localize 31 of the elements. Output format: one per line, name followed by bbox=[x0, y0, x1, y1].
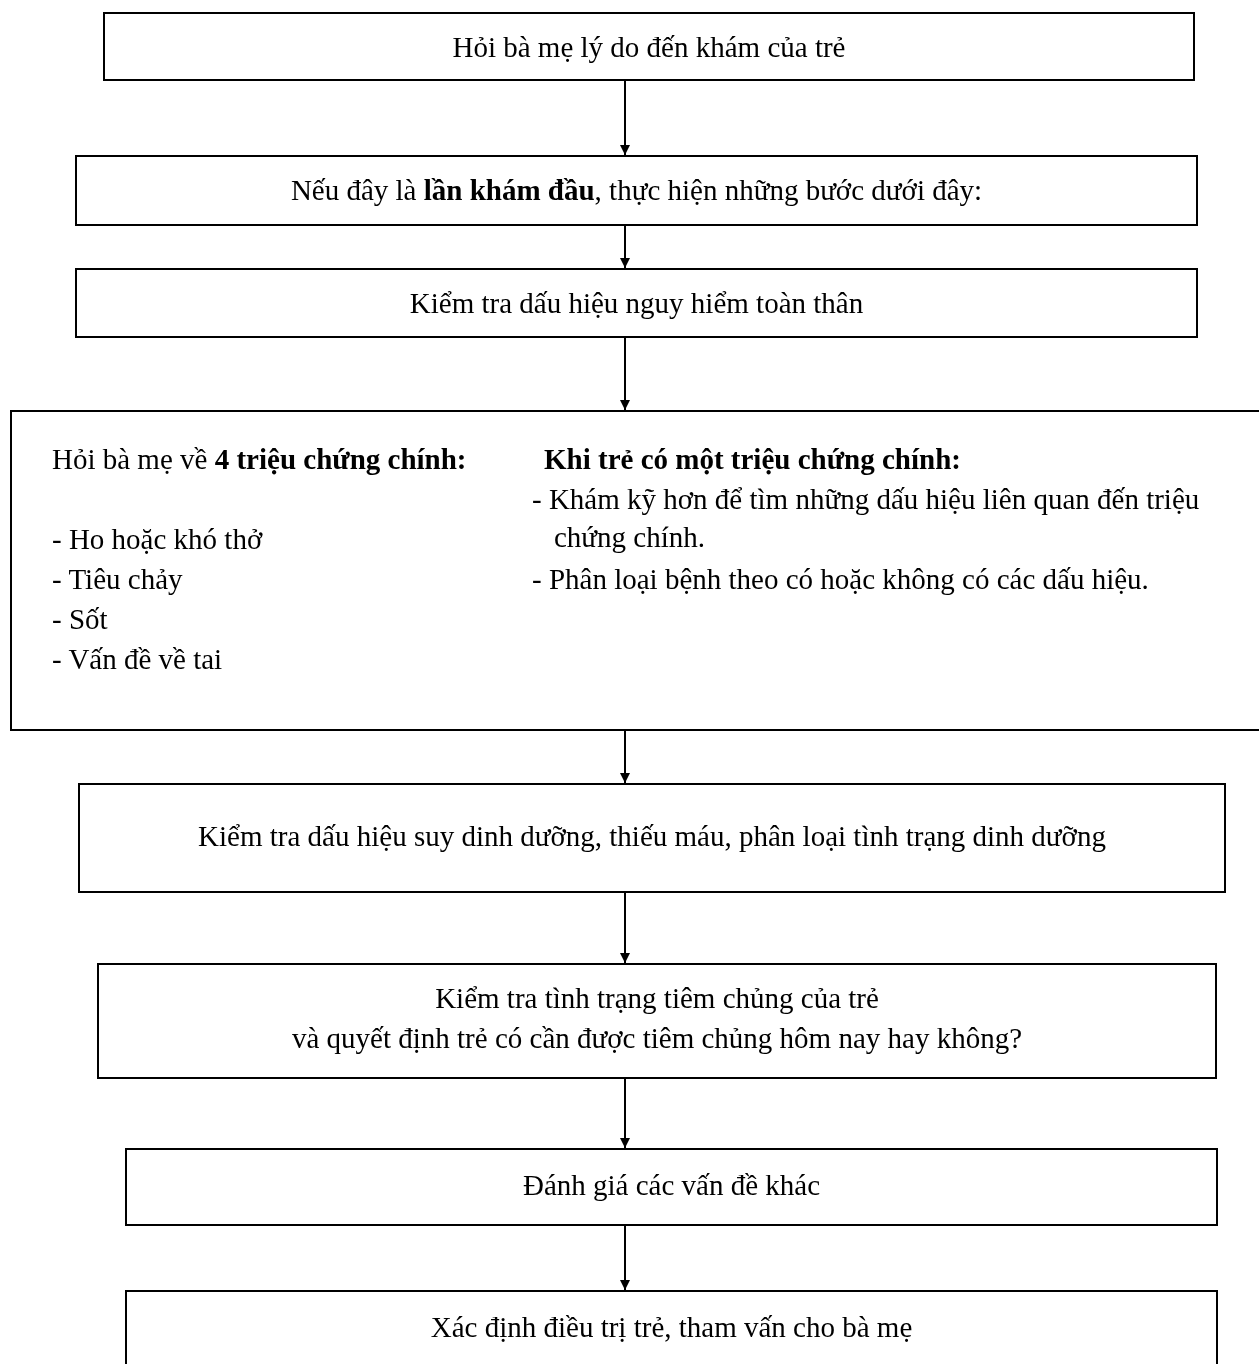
step-text: Hỏi bà mẹ lý do đến khám của trẻ bbox=[451, 30, 847, 65]
arrow bbox=[620, 337, 630, 411]
arrow bbox=[620, 1078, 630, 1149]
step-text: Đánh giá các vấn đề khác bbox=[521, 1168, 822, 1203]
process-box bbox=[97, 963, 1217, 1079]
process-box bbox=[125, 1290, 1218, 1364]
step-text: Kiểm tra dấu hiệu nguy hiểm toàn thân bbox=[408, 286, 865, 321]
step-text: - Khám kỹ hơn để tìm những dấu hiệu liên quan đến triệu chứng chính. bbox=[532, 482, 1201, 555]
step-text: Kiểm tra dấu hiệu suy dinh dưỡng, thiếu máu, phân loại tình trạng dinh dưỡng bbox=[197, 819, 1107, 854]
step-text: - Phân loại bệnh theo có hoặc không có các dấu hiệu. bbox=[532, 562, 1150, 597]
arrow bbox=[620, 892, 630, 964]
step-text: - Vấn đề về tai bbox=[52, 642, 224, 677]
process-box bbox=[125, 1148, 1218, 1226]
process-box bbox=[10, 410, 1259, 731]
step-text: Hỏi bà mẹ về 4 triệu chứng chính: bbox=[52, 442, 468, 477]
step-text: - Sốt bbox=[52, 602, 109, 637]
process-box bbox=[103, 12, 1195, 81]
process-box bbox=[75, 268, 1198, 338]
process-box bbox=[75, 155, 1198, 226]
process-box bbox=[78, 783, 1226, 893]
arrow bbox=[620, 1225, 630, 1291]
arrow bbox=[620, 225, 630, 269]
step-text: Khi trẻ có một triệu chứng chính: bbox=[544, 442, 962, 477]
step-text: - Ho hoặc khó thở bbox=[52, 522, 264, 557]
arrow bbox=[620, 80, 630, 156]
step-text: - Tiêu chảy bbox=[52, 562, 184, 597]
step-text: Nếu đây là lần khám đầu, thực hiện những bước dưới đây: bbox=[289, 173, 984, 208]
arrow bbox=[620, 730, 630, 784]
step-text: Kiểm tra tình trạng tiêm chủng của trẻ bbox=[434, 981, 880, 1016]
step-text: và quyết định trẻ có cần được tiêm chủng hôm nay hay không? bbox=[290, 1021, 1024, 1056]
step-text: Xác định điều trị trẻ, tham vấn cho bà mẹ bbox=[429, 1310, 914, 1345]
